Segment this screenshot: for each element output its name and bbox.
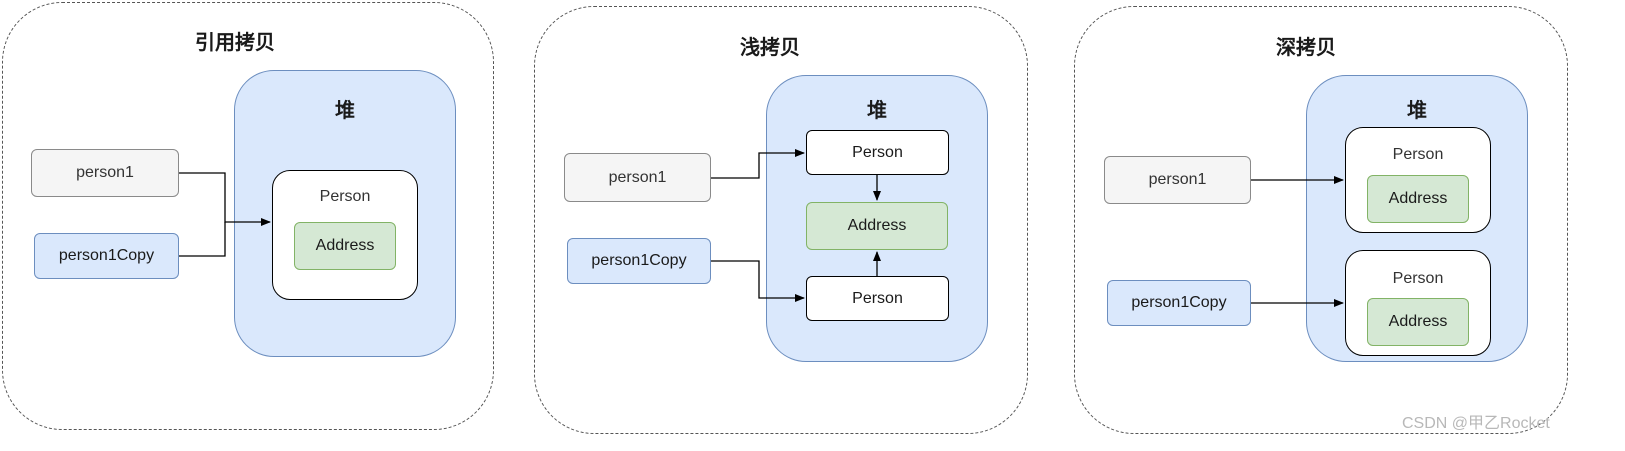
arrow-person1-to-person-top-2: [711, 149, 805, 179]
var-person1copy-1[interactable]: person1Copy: [34, 233, 179, 279]
var-person1-2[interactable]: person1: [564, 153, 711, 202]
arrow-person1copy-to-person-1: [179, 222, 226, 257]
person-object-top-label-3: Person: [1392, 146, 1444, 163]
heap-label-3: 堆: [1407, 98, 1427, 122]
arrow-person1-to-person-1: [179, 172, 271, 226]
watermark: CSDN @甲乙Rocket: [1402, 415, 1550, 432]
address-object-top-3[interactable]: Address: [1367, 175, 1469, 223]
panel-title-reference-copy: 引用拷贝: [195, 30, 275, 54]
person-object-label-1: Person: [319, 188, 371, 205]
heap-label-2: 堆: [867, 98, 887, 122]
var-person1-3[interactable]: person1: [1104, 156, 1251, 204]
var-person1copy-3[interactable]: person1Copy: [1107, 280, 1251, 326]
var-person1copy-2[interactable]: person1Copy: [567, 238, 711, 284]
var-person1-1[interactable]: person1: [31, 149, 179, 197]
panel-title-deep-copy: 深拷贝: [1276, 35, 1336, 59]
address-object-bottom-3[interactable]: Address: [1367, 298, 1469, 346]
address-object-1[interactable]: Address: [294, 222, 396, 270]
person-object-bottom-label-3: Person: [1392, 270, 1444, 287]
person-object-top-2[interactable]: Person: [806, 130, 949, 175]
arrow-person1copy-to-person-bottom-2: [711, 260, 805, 302]
panel-title-shallow-copy: 浅拷贝: [740, 35, 800, 59]
heap-label-1: 堆: [335, 98, 355, 122]
address-object-2[interactable]: Address: [806, 202, 948, 250]
person-object-bottom-2[interactable]: Person: [806, 276, 949, 321]
